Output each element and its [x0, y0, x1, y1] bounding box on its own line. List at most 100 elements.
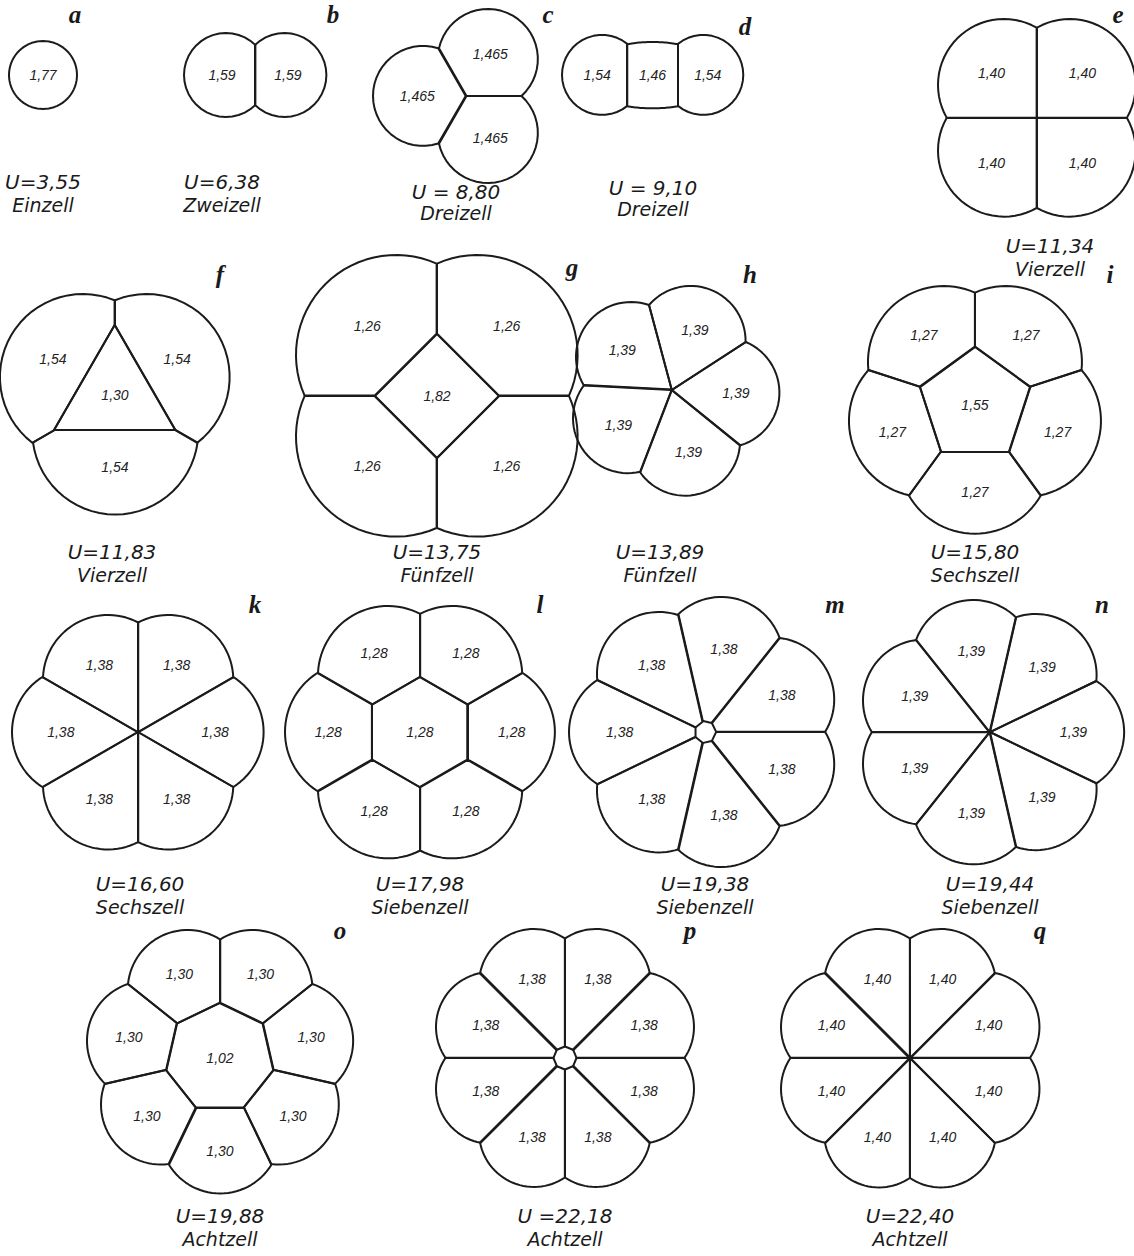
cell-count-name: Achtzell	[182, 1228, 257, 1250]
cell-value: 1,40	[864, 1129, 891, 1145]
cell: 1,54	[674, 31, 747, 119]
cell-value: 1,54	[163, 351, 190, 367]
cell-value: 1,28	[361, 645, 388, 661]
cell: 1,40	[906, 969, 1043, 1062]
cell-value: 1,39	[901, 688, 928, 704]
figure-letter: k	[249, 592, 262, 618]
cell: 1,465	[435, 5, 542, 100]
cell-wall	[990, 614, 1097, 732]
cell-value: 1,54	[694, 67, 721, 83]
cell-wall	[990, 732, 1097, 850]
cell-value: 1,38	[768, 687, 795, 703]
cell-outline	[476, 1062, 569, 1191]
cell: 1,39	[986, 677, 1128, 787]
cell-value: 1,40	[978, 155, 1005, 171]
cell-wall	[1009, 370, 1101, 495]
cell-value: 1,38	[519, 971, 546, 987]
cell-value: 1,39	[675, 444, 702, 460]
cell-wall	[672, 342, 779, 445]
cell: 1,26	[292, 392, 441, 541]
cell-outline	[906, 925, 999, 1062]
cell: 1,38	[476, 925, 569, 1054]
perimeter-value: U=3,55	[5, 170, 81, 194]
cell: 1,59	[251, 29, 330, 121]
cell-value: 1,40	[929, 1129, 956, 1145]
cell: 1,39	[569, 381, 676, 477]
cell-value: 1,40	[975, 1017, 1002, 1033]
cell-outline	[821, 1054, 914, 1191]
cell-wall	[909, 452, 1041, 534]
cell-wall	[184, 33, 255, 117]
cell-value: 1,38	[163, 657, 190, 673]
cell-wall	[916, 600, 1016, 732]
cell-value: 1,27	[910, 327, 937, 343]
cell-value: 1,30	[247, 966, 274, 982]
cell: 1,40	[906, 925, 999, 1062]
cell-value: 1,38	[202, 724, 229, 740]
cell-wall	[437, 396, 578, 537]
cell: 1,38	[593, 608, 707, 731]
figure-letter: m	[825, 592, 844, 618]
cell-value: 1,39	[1028, 789, 1055, 805]
cell-outline	[39, 611, 142, 736]
cell-value: 1,40	[818, 1017, 845, 1033]
cell: 1,28	[368, 673, 471, 791]
cell-value: 1,30	[297, 1029, 324, 1045]
cell-outline	[821, 925, 914, 1062]
cell-wall	[138, 677, 264, 787]
figure-letter: i	[1107, 262, 1114, 288]
cell-value: 1,465	[473, 46, 508, 62]
cell-value: 1,38	[710, 807, 737, 823]
cell-value: 1,28	[498, 724, 525, 740]
cell: 1,28	[281, 669, 376, 795]
cell: 1,38	[39, 728, 142, 853]
cell-outline	[8, 673, 142, 791]
cell-wall	[825, 929, 910, 1058]
cell-count-name: Einzell	[12, 194, 74, 216]
figure-letter: p	[684, 918, 697, 944]
cell-outline	[561, 925, 654, 1054]
cell-wall	[562, 35, 627, 115]
cell-outline	[50, 321, 179, 434]
cell-wall	[868, 286, 975, 387]
cell-wall	[573, 385, 672, 473]
cell-value: 1,40	[929, 971, 956, 987]
cell-wall	[678, 35, 743, 115]
cell-value: 1,27	[1044, 424, 1071, 440]
cell-outline	[906, 1054, 1043, 1147]
cell: 1,38	[565, 676, 700, 788]
cell-value: 1,38	[606, 724, 633, 740]
cell-value: 1,40	[1069, 155, 1096, 171]
cell: 1,26	[433, 251, 582, 400]
cell: 1,30	[259, 980, 357, 1088]
cell-value: 1,54	[101, 459, 128, 475]
cell-value: 1,54	[584, 67, 611, 83]
cell-value: 1,30	[115, 1029, 142, 1045]
cell: 1,38	[476, 1062, 569, 1191]
cell-value: 1,39	[722, 385, 749, 401]
cell-value: 1,38	[631, 1083, 658, 1099]
cell-value: 1,28	[452, 803, 479, 819]
perimeter-value: U=11,34	[1006, 234, 1095, 258]
cell-value: 1,26	[354, 318, 381, 334]
cell-wall	[910, 929, 995, 1058]
cell: 1,28	[464, 669, 559, 795]
cell: 1,40	[906, 1054, 999, 1191]
figure-letter: o	[334, 918, 347, 944]
cell-outline	[476, 925, 569, 1054]
cell-wall	[296, 255, 437, 396]
cell-count-name: Fünfzell	[623, 564, 696, 586]
perimeter-value: U=11,83	[68, 540, 157, 564]
cell-wall	[573, 973, 694, 1058]
cell-wall	[375, 334, 499, 458]
cell-value: 1,38	[638, 791, 665, 807]
cell-value: 1,30	[133, 1108, 160, 1124]
cell-count-name: Siebenzell	[656, 896, 753, 918]
cell-value: 1,38	[472, 1017, 499, 1033]
cell-wall	[12, 677, 138, 787]
cell-wall	[318, 606, 420, 704]
cell-count-name: Zweizell	[183, 194, 261, 216]
cell-value: 1,38	[710, 641, 737, 657]
cell-outline	[986, 677, 1128, 787]
